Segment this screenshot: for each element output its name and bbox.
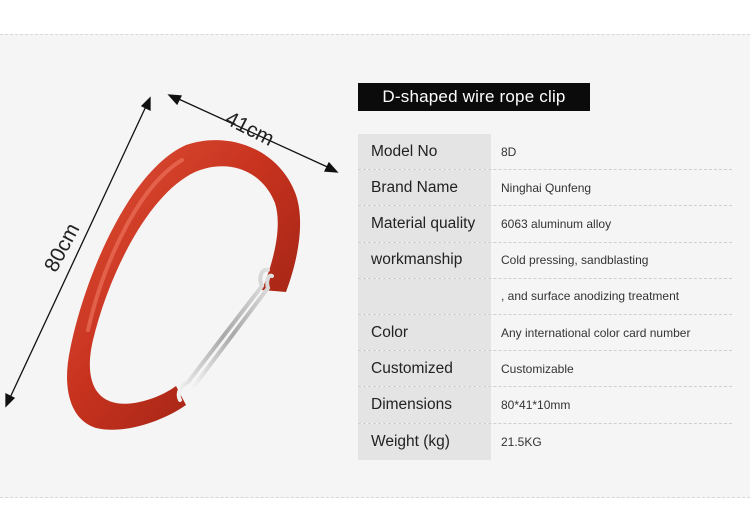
spec-value: Customizable: [501, 361, 574, 376]
spec-value: 80*41*10mm: [501, 397, 571, 412]
spec-row-workmanship-cont: , and surface anodizing treatment: [358, 278, 732, 315]
spec-key: Brand Name: [358, 170, 491, 206]
spec-key: Color: [358, 314, 491, 351]
spec-row-weight: Weight (kg) 21.5KG: [358, 423, 732, 460]
spec-row-dimensions: Dimensions 80*41*10mm: [358, 387, 732, 424]
spec-row-brand: Brand Name Ninghai Qunfeng: [358, 170, 732, 207]
height-dimension-arrow: [5, 96, 151, 408]
carabiner-image: [5, 94, 339, 430]
spec-row-workmanship: workmanship Cold pressing, sandblasting: [358, 242, 732, 279]
spec-value: Ninghai Qunfeng: [501, 180, 592, 195]
carabiner-highlight: [86, 158, 184, 332]
carabiner-body: [67, 140, 301, 430]
spec-key: Weight (kg): [358, 423, 491, 460]
spec-value: Any international color card number: [501, 325, 691, 340]
spec-value: 21.5KG: [501, 434, 542, 449]
wire-gate: [176, 267, 274, 402]
spec-key: Dimensions: [358, 387, 491, 423]
spec-value: 6063 aluminum alloy: [501, 216, 612, 231]
product-title: D-shaped wire rope clip: [358, 83, 590, 111]
spec-row-color: Color Any international color card numbe…: [358, 314, 732, 352]
spec-row-customized: Customized Customizable: [358, 351, 732, 388]
spec-row-model: Model No 8D: [358, 134, 732, 171]
spec-row-material: Material quality 6063 aluminum alloy: [358, 206, 732, 243]
spec-value: Cold pressing, sandblasting: [501, 253, 649, 268]
spec-value: 8D: [501, 144, 517, 159]
width-dimension-arrow: [167, 94, 339, 173]
spec-key: workmanship: [358, 242, 491, 278]
spec-key: Customized: [358, 351, 491, 387]
spec-key: Model No: [358, 134, 491, 170]
spec-key: [358, 278, 491, 314]
spec-key: Material quality: [358, 206, 491, 242]
spec-table: Model No 8D Brand Name Ninghai Qunfeng M…: [358, 134, 732, 460]
spec-value: , and surface anodizing treatment: [501, 289, 680, 304]
